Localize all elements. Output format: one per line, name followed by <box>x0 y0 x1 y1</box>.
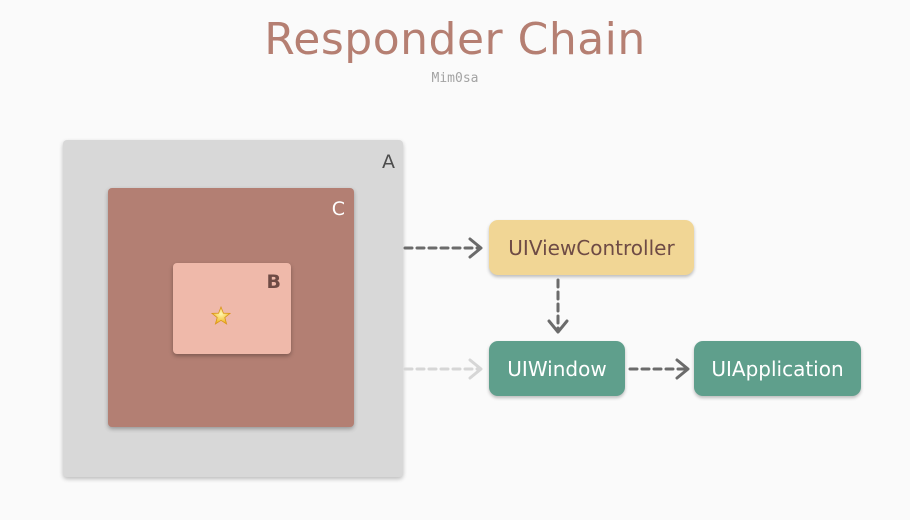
arrow-window-to-application <box>628 358 690 380</box>
uiapplication-node: UIApplication <box>694 341 861 396</box>
uiwindow-node: UIWindow <box>489 341 625 396</box>
arrow-c-to-viewcontroller <box>403 237 483 259</box>
arrow-a-to-window-faded <box>403 358 483 380</box>
diagram-title: Responder Chain <box>264 14 646 65</box>
view-b-label: B <box>266 271 281 293</box>
arrow-viewcontroller-to-window <box>547 278 569 334</box>
view-c-label: C <box>331 198 345 220</box>
uiviewcontroller-node: UIViewController <box>489 220 694 275</box>
view-b: B <box>173 263 291 354</box>
author-subtitle: Mim0sa <box>431 71 479 86</box>
view-a-label: A <box>382 151 395 173</box>
star-icon <box>211 306 231 325</box>
